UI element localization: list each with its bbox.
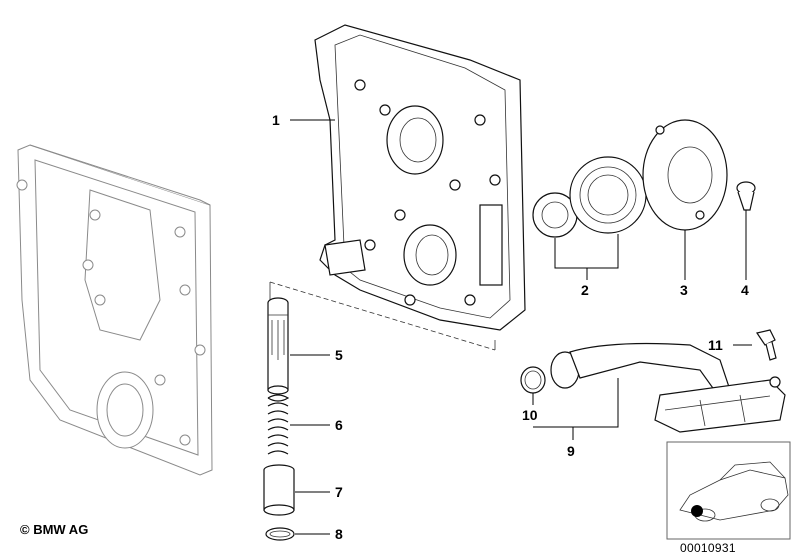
callout-5: 5 [335, 347, 343, 363]
copyright: © BMW AG [20, 522, 89, 537]
figure-number: 00010931 [680, 541, 736, 555]
oil-pump-housing [314, 24, 526, 331]
callout-11: 11 [708, 337, 723, 353]
leader-lines [290, 119, 752, 535]
callout-10: 10 [522, 407, 538, 423]
suction-pipe [550, 342, 786, 433]
bolt-11 [756, 329, 777, 361]
relief-piston [267, 297, 289, 395]
sleeve [263, 464, 295, 516]
circlip [265, 527, 295, 541]
callout-2: 2 [581, 282, 589, 298]
callout-3: 3 [680, 282, 688, 298]
timing-cover-ghost [16, 144, 213, 476]
callouts: 1 2 3 4 5 6 7 8 9 10 11 [272, 112, 749, 542]
callout-8: 8 [335, 526, 343, 542]
oil-pump-rotors [532, 156, 647, 238]
o-ring [520, 366, 546, 394]
callout-7: 7 [335, 484, 343, 500]
screw-4 [736, 181, 756, 211]
vehicle-thumbnail [666, 441, 791, 540]
location-marker-icon [691, 505, 703, 517]
pump-cover [642, 119, 728, 231]
callout-9: 9 [567, 443, 575, 459]
pressure-spring [267, 394, 290, 455]
callout-4: 4 [741, 282, 749, 298]
callout-1: 1 [272, 112, 280, 128]
callout-6: 6 [335, 417, 343, 433]
